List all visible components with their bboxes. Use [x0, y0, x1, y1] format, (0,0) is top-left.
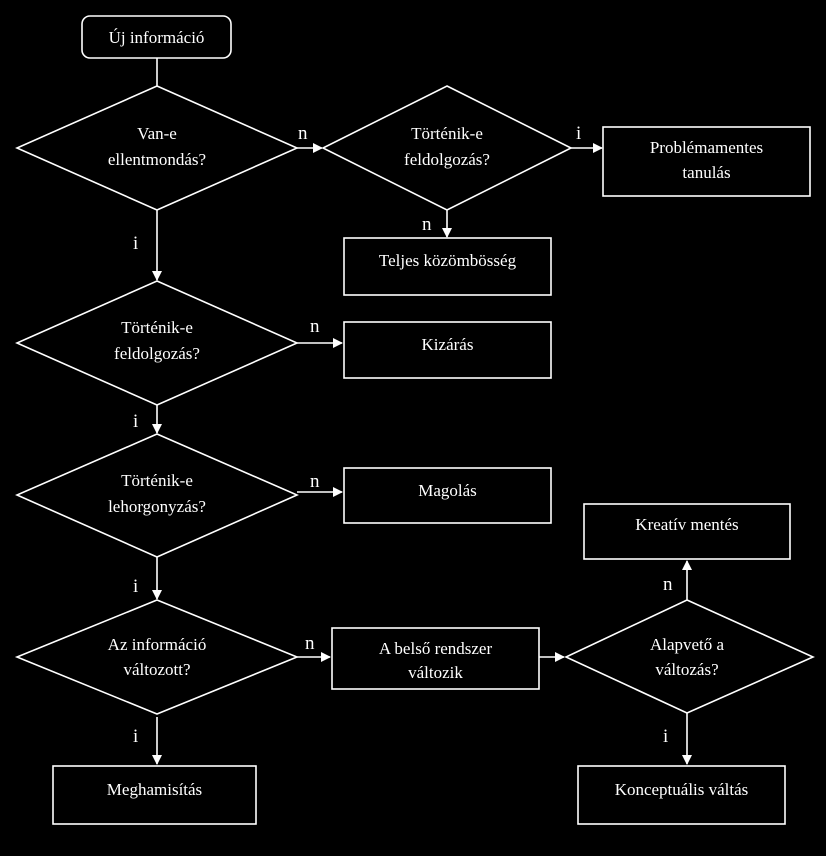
- box-exclusion: Kizárás: [343, 321, 552, 379]
- decision-label-line2: lehorgonyzás?: [108, 497, 206, 516]
- decision-label-line1: Történik-e: [411, 124, 483, 143]
- decision-info-changed: Az információ változott?: [14, 599, 300, 715]
- box-label: Kreatív mentés: [635, 515, 738, 534]
- box-label-line1: Problémamentes: [650, 138, 763, 157]
- box-label: Konceptuális váltás: [615, 780, 749, 799]
- box-rote-learning: Magolás: [343, 467, 552, 524]
- label-no: n: [305, 633, 315, 654]
- decision-label-line1: Történik-e: [121, 318, 193, 337]
- decision-label-line2: változott?: [123, 660, 190, 679]
- box-conceptual-change: Konceptuális váltás: [577, 765, 786, 825]
- label-yes: i: [663, 726, 668, 747]
- start-node-label: Új információ: [109, 28, 205, 47]
- decision-anchoring: Történik-e lehorgonyzás?: [15, 433, 299, 558]
- decision-label-line1: Az információ: [108, 635, 207, 654]
- label-yes: i: [133, 576, 138, 597]
- decision-label-line2: változás?: [655, 660, 718, 679]
- box-label-line2: változik: [408, 663, 463, 682]
- decision-processing-mid: Történik-e feldolgozás?: [15, 280, 299, 406]
- label-yes: i: [576, 123, 581, 144]
- box-inner-system-changes: A belső rendszer változik: [331, 627, 540, 690]
- decision-label-line2: feldolgozás?: [404, 150, 490, 169]
- box-label: Magolás: [418, 481, 477, 500]
- decision-label-line2: ellentmondás?: [108, 150, 206, 169]
- start-node: Új információ: [81, 15, 232, 59]
- decision-label-line1: Történik-e: [121, 471, 193, 490]
- decision-label-line1: Van-e: [137, 124, 177, 143]
- decision-label-line1: Alapvető a: [650, 635, 725, 654]
- label-no: n: [310, 316, 320, 337]
- box-falsification: Meghamisítás: [52, 765, 257, 825]
- label-no: n: [310, 471, 320, 492]
- label-no: n: [298, 123, 308, 144]
- box-creative-rescue: Kreatív mentés: [583, 503, 791, 560]
- box-label: Kizárás: [422, 335, 474, 354]
- decision-fundamental-change: Alapvető a változás?: [564, 599, 815, 714]
- decision-processing-top: Történik-e feldolgozás?: [321, 85, 573, 211]
- connectors: [152, 58, 692, 765]
- label-no: n: [422, 214, 432, 235]
- box-problem-free-learning: Problémamentes tanulás: [602, 126, 811, 197]
- decision-contradiction: Van-e ellentmondás?: [15, 85, 299, 211]
- box-label-line2: tanulás: [682, 163, 730, 182]
- label-yes: i: [133, 233, 138, 254]
- edge-labels: n i n i n i n i n i n i: [133, 123, 673, 747]
- box-total-indifference: Teljes közömbösség: [343, 237, 552, 296]
- decision-label-line2: feldolgozás?: [114, 344, 200, 363]
- label-no: n: [663, 574, 673, 595]
- label-yes: i: [133, 411, 138, 432]
- box-label: Teljes közömbösség: [379, 251, 517, 270]
- box-label: Meghamisítás: [107, 780, 202, 799]
- box-label-line1: A belső rendszer: [379, 639, 493, 658]
- label-yes: i: [133, 726, 138, 747]
